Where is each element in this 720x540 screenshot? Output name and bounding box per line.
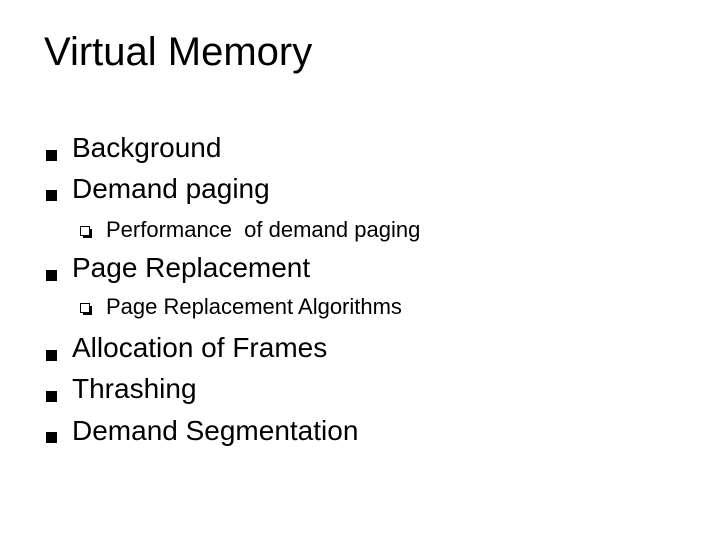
bullet-item-allocation-of-frames: Allocation of Frames xyxy=(72,332,328,363)
bullet-item-performance-of-demand-paging: Performance of demand paging xyxy=(106,217,421,242)
filled-square-bullet-icon xyxy=(46,391,57,402)
slide-title: Virtual Memory xyxy=(44,30,313,74)
filled-square-bullet-icon xyxy=(46,270,57,281)
bullet-item-page-replacement: Page Replacement xyxy=(72,252,311,283)
filled-square-bullet-icon xyxy=(46,150,57,161)
hollow-box-bullet-icon xyxy=(80,303,92,315)
filled-square-bullet-icon xyxy=(46,432,57,443)
filled-square-bullet-icon xyxy=(46,350,57,361)
hollow-box-bullet-icon xyxy=(80,226,92,238)
bullet-item-page-replacement-algorithms: Page Replacement Algorithms xyxy=(106,294,402,319)
bullet-item-demand-paging: Demand paging xyxy=(72,173,270,204)
filled-square-bullet-icon xyxy=(46,190,57,201)
bullet-item-demand-segmentation: Demand Segmentation xyxy=(72,415,359,446)
bullet-item-background: Background xyxy=(72,132,222,163)
bullet-item-thrashing: Thrashing xyxy=(72,373,197,404)
